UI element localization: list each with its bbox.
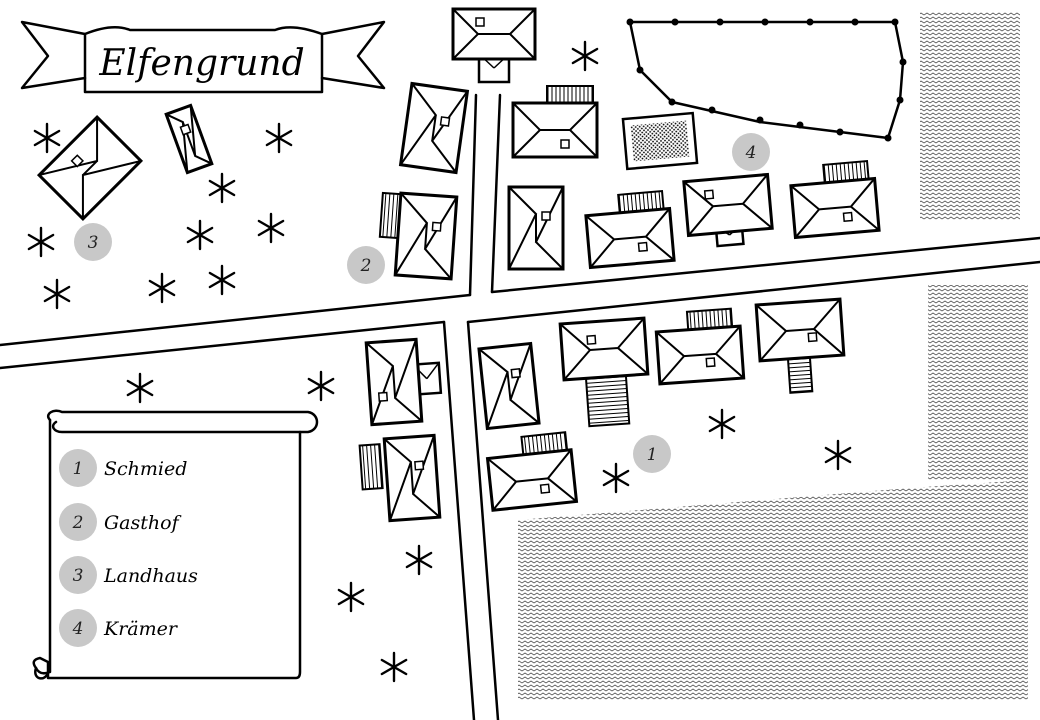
trees	[27, 40, 852, 683]
house-icon	[485, 431, 579, 512]
marker-number: 2	[360, 256, 372, 276]
tree-asterisk-icon	[208, 264, 236, 296]
fence-post-icon	[716, 18, 724, 26]
houses	[36, 7, 881, 523]
house-icon	[364, 337, 443, 427]
legend-number: 2	[72, 513, 84, 533]
legend-label: Krämer	[103, 618, 179, 640]
tree-asterisk-icon	[148, 272, 176, 304]
fence-post-icon	[626, 18, 634, 26]
fence-post-icon	[836, 128, 844, 136]
roads	[0, 93, 1040, 720]
legend-item-2[interactable]: 2 Gasthof	[59, 503, 182, 541]
tree-asterisk-icon	[337, 581, 365, 613]
fence-post-icon	[851, 18, 859, 26]
fence-post-icon	[671, 18, 679, 26]
tree-asterisk-icon	[602, 462, 630, 494]
legend-item-3[interactable]: 3 Landhaus	[59, 556, 198, 594]
title-banner: Elfengrund	[20, 20, 386, 94]
fence-post-icon	[884, 134, 892, 142]
fence	[626, 18, 907, 142]
house-icon	[451, 7, 537, 84]
tree-asterisk-icon	[186, 219, 214, 251]
map-marker-4[interactable]: 4	[732, 133, 770, 171]
tree-asterisk-icon	[307, 370, 335, 402]
map-marker-1[interactable]: 1	[633, 435, 671, 473]
field-bottom-right	[518, 480, 1028, 700]
tree-asterisk-icon	[126, 372, 154, 404]
legend-number: 1	[73, 459, 84, 479]
stippled-garden-icon	[621, 111, 699, 171]
house-icon	[654, 307, 746, 386]
field-right	[928, 285, 1028, 480]
fence-post-icon	[668, 98, 676, 106]
tree-asterisk-icon	[257, 212, 285, 244]
tree-asterisk-icon	[708, 408, 736, 440]
marker-number: 1	[647, 445, 658, 465]
house-icon	[789, 159, 881, 240]
legend-label: Landhaus	[103, 565, 198, 587]
house-icon	[477, 341, 541, 431]
house-icon	[358, 433, 442, 523]
house-icon	[682, 172, 774, 248]
legend-number: 3	[73, 566, 84, 586]
marker-number: 3	[88, 233, 99, 253]
tree-asterisk-icon	[265, 122, 293, 154]
legend-label: Gasthof	[104, 512, 182, 534]
house-icon	[164, 103, 214, 175]
house-icon	[511, 85, 599, 159]
field-top-right	[920, 12, 1020, 220]
map-title: Elfengrund	[98, 43, 304, 84]
map-marker-2[interactable]: 2	[347, 246, 385, 284]
fence-post-icon	[636, 66, 644, 74]
legend-item-1[interactable]: 1 Schmied	[59, 449, 187, 487]
tree-asterisk-icon	[43, 278, 71, 310]
house-icon	[507, 185, 565, 271]
house-icon	[584, 189, 676, 270]
house-icon	[398, 81, 470, 175]
tree-asterisk-icon	[405, 544, 433, 576]
tree-asterisk-icon	[33, 122, 61, 154]
tree-asterisk-icon	[571, 40, 599, 72]
fence-post-icon	[896, 96, 904, 104]
marker-number: 4	[745, 143, 757, 163]
house-icon	[36, 114, 144, 222]
tree-asterisk-icon	[824, 439, 852, 471]
legend-scroll: 1 Schmied 2 Gasthof 3 Landhaus 4 Krämer	[32, 409, 319, 680]
house-icon	[754, 297, 846, 394]
legend-label: Schmied	[104, 458, 187, 480]
house-icon	[378, 191, 459, 281]
fence-post-icon	[761, 18, 769, 26]
fence-post-icon	[756, 116, 764, 124]
house-icon	[558, 316, 650, 428]
tree-asterisk-icon	[380, 651, 408, 683]
fence-post-icon	[708, 106, 716, 114]
fence-post-icon	[796, 121, 804, 129]
fence-post-icon	[806, 18, 814, 26]
tree-asterisk-icon	[208, 172, 236, 204]
legend-number: 4	[72, 619, 84, 639]
fence-post-icon	[891, 18, 899, 26]
legend-item-4[interactable]: 4 Krämer	[59, 609, 179, 647]
tree-asterisk-icon	[27, 226, 55, 258]
map-marker-3[interactable]: 3	[74, 223, 112, 261]
fence-post-icon	[899, 58, 907, 66]
